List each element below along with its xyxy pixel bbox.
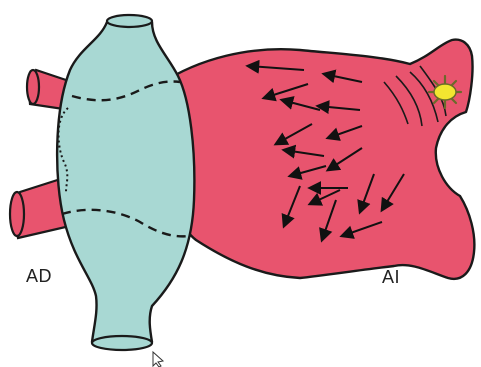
label-left-atrium: AI — [382, 267, 400, 287]
vessel-bottom-opening — [92, 336, 152, 350]
mouse-pointer-icon — [153, 352, 163, 367]
label-right-atrium: AD — [26, 266, 52, 286]
vessel-top-opening — [107, 15, 152, 27]
starburst-focus-icon — [429, 76, 461, 108]
vena-cava-vessel — [57, 22, 194, 342]
